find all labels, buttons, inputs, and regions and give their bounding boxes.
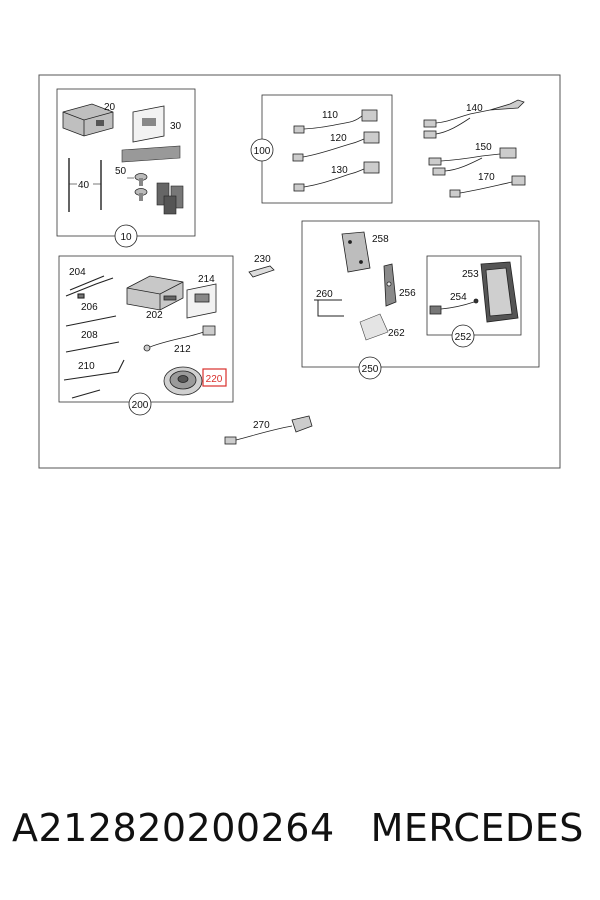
brand-name: MERCEDES: [370, 806, 584, 850]
label-208: 208: [81, 330, 98, 341]
cable-ties-40-icon: [68, 158, 102, 212]
group-label-100: 100: [254, 146, 271, 157]
cable-270-icon: [224, 415, 313, 445]
label-256: 256: [399, 288, 416, 299]
cable-150-icon: [428, 147, 517, 176]
label-120: 120: [330, 133, 347, 144]
callout-252: [451, 324, 475, 348]
callout-200: [128, 392, 152, 416]
label-220: 220: [206, 374, 223, 385]
label-260: 260: [316, 289, 333, 300]
group-label-252: 252: [455, 332, 472, 343]
label-253: 253: [462, 269, 479, 280]
cable-130-icon: [293, 161, 380, 192]
booklet-30-icon: [132, 105, 165, 143]
label-270: 270: [253, 420, 270, 431]
cable-120-icon: [292, 131, 380, 162]
label-214: 214: [198, 274, 215, 285]
highlight-box-220: [202, 368, 227, 387]
trim-208-icon: [65, 341, 120, 353]
label-254: 254: [450, 292, 467, 303]
callout-100: [250, 138, 274, 162]
caption: A212820200264 MERCEDES: [12, 806, 592, 862]
label-204: 204: [69, 267, 86, 278]
label-130: 130: [331, 165, 348, 176]
label-110: 110: [322, 110, 338, 121]
group-label-250: 250: [362, 364, 379, 375]
foam-pads-icon: [156, 182, 184, 215]
label-206: 206: [81, 302, 98, 313]
clip-256-icon: [383, 263, 397, 307]
screws-50-icon: [127, 173, 148, 201]
group-label-200: 200: [132, 400, 149, 411]
label-140: 140: [466, 103, 483, 114]
label-20: 20: [104, 102, 116, 113]
display-253-icon: [480, 261, 519, 323]
trim-206-icon: [65, 315, 117, 327]
label-262: 262: [388, 328, 405, 339]
panel-262-icon: [359, 313, 389, 341]
label-150: 150: [475, 142, 492, 153]
part-230-icon: [248, 265, 275, 278]
label-170: 170: [478, 172, 495, 183]
bracket-258-icon: [341, 231, 371, 273]
label-258: 258: [372, 234, 389, 245]
connector-254-icon: [429, 298, 479, 315]
group-250-box: [301, 220, 540, 368]
label-210: 210: [78, 361, 95, 372]
cable-110-icon: [293, 109, 378, 134]
trim-210-icon: [63, 359, 125, 399]
cable-140-icon: [423, 99, 525, 139]
label-202: 202: [146, 310, 163, 321]
cable-212-icon: [143, 325, 216, 352]
module-202-icon: [126, 275, 184, 311]
module-20-icon: [62, 103, 114, 137]
callout-250: [358, 356, 382, 380]
label-212: 212: [174, 344, 191, 355]
diagram-border: [38, 74, 561, 469]
label-30: 30: [170, 121, 182, 132]
group-label-10: 10: [120, 232, 132, 243]
trim-204-icon: [65, 275, 114, 299]
label-230: 230: [254, 254, 271, 265]
velcro-strip-icon: [121, 145, 181, 163]
callout-10: [114, 224, 138, 248]
cable-170-icon: [449, 175, 526, 198]
part-number: A212820200264: [12, 806, 335, 850]
speaker-220-icon: [163, 366, 203, 396]
label-40: 40: [78, 180, 90, 191]
booklet-214-icon: [186, 283, 217, 319]
label-50: 50: [115, 166, 127, 177]
bracket-260-icon: [314, 299, 344, 317]
